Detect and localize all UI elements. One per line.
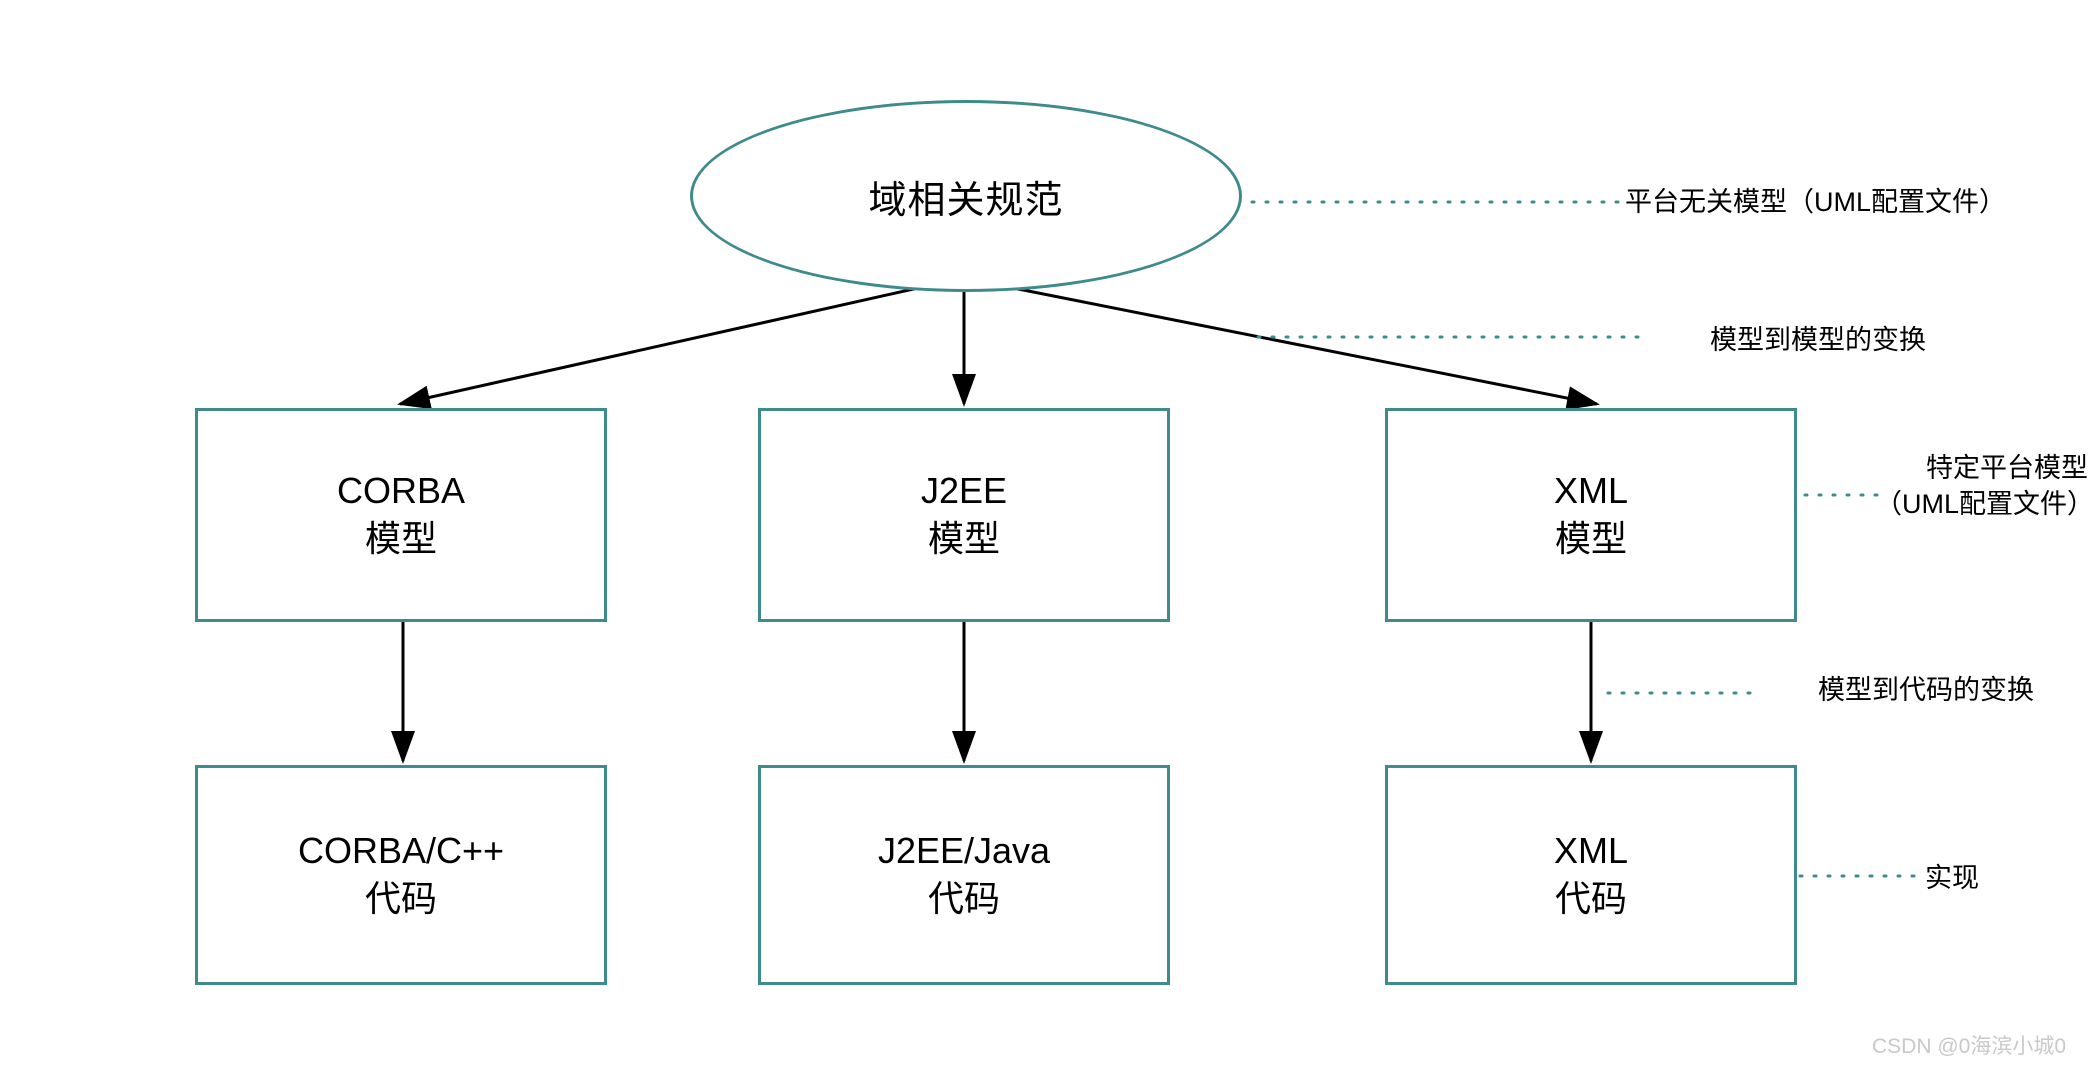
node-xml-code-line2: 代码 [1554, 878, 1627, 919]
node-corba-model-line1: CORBA [336, 470, 466, 512]
node-domain-specification[interactable]: 域相关规范 [690, 100, 1242, 292]
node-domain-specification-label: 域相关规范 [868, 179, 1064, 222]
node-corba-model-line2: 模型 [364, 518, 437, 559]
node-xml-model-line1: XML [1553, 470, 1629, 512]
node-j2ee-code-line2: 代码 [927, 878, 1000, 919]
node-j2ee-model-line2: 模型 [927, 518, 1000, 559]
annotation-platform-independent-model: 平台无关模型（UML配置文件） [1625, 187, 2007, 217]
node-xml-model[interactable]: XML 模型 [1385, 408, 1797, 622]
node-j2ee-code[interactable]: J2EE/Java 代码 [758, 765, 1170, 985]
arrow-root-to-xml-model [1007, 285, 1600, 410]
arrow-root-to-corba-model [397, 286, 919, 410]
node-corba-code[interactable]: CORBA/C++ 代码 [195, 765, 607, 985]
watermark: CSDN @0海滨小城0 [1871, 1035, 2066, 1058]
annotation-model-to-model: 模型到模型的变换 [1710, 325, 1926, 355]
node-corba-code-line1: CORBA/C++ [297, 830, 505, 872]
annotation-platform-specific-model-line2: （UML配置文件） [1875, 489, 2088, 520]
node-j2ee-model-line1: J2EE [920, 470, 1008, 512]
node-xml-code-line1: XML [1553, 830, 1629, 872]
node-xml-model-line2: 模型 [1554, 518, 1627, 559]
annotation-implementation: 实现 [1925, 863, 1979, 893]
node-xml-code[interactable]: XML 代码 [1385, 765, 1797, 985]
annotation-platform-specific-model-line1: 特定平台模型 [1926, 453, 2088, 483]
node-j2ee-code-line1: J2EE/Java [877, 830, 1051, 872]
node-j2ee-model[interactable]: J2EE 模型 [758, 408, 1170, 622]
node-corba-model[interactable]: CORBA 模型 [195, 408, 607, 622]
annotation-platform-specific-model: 特定平台模型 （UML配置文件） [1875, 450, 2088, 523]
annotation-model-to-code: 模型到代码的变换 [1818, 675, 2034, 705]
node-corba-code-line2: 代码 [364, 878, 437, 919]
